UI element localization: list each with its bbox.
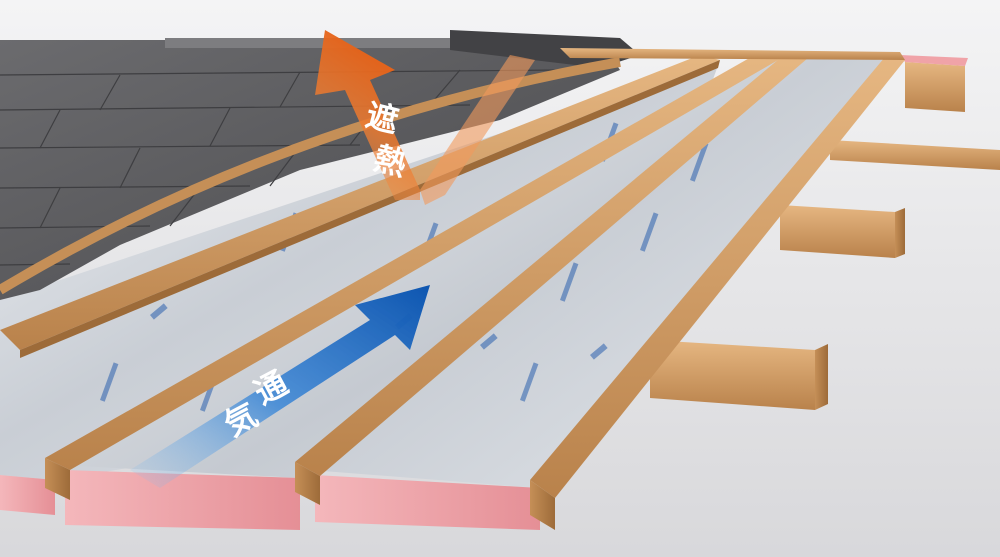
purlin-back-1 bbox=[900, 55, 968, 112]
heat-shield-arrow bbox=[315, 30, 535, 205]
purlin-mid bbox=[780, 205, 905, 258]
purlin-front bbox=[650, 340, 828, 410]
ridge-beam bbox=[560, 48, 905, 60]
batten-3 bbox=[295, 54, 808, 505]
insulation-panel-middle bbox=[60, 55, 790, 530]
purlin-back-2 bbox=[830, 140, 1000, 170]
ventilation-arrow bbox=[130, 285, 430, 488]
insulation-face-right bbox=[315, 475, 540, 530]
batten-2 bbox=[45, 52, 785, 500]
batten-1 bbox=[0, 55, 720, 358]
insulation-panel-right bbox=[310, 55, 885, 530]
insulation-face-left bbox=[0, 475, 55, 515]
insulation-face-middle bbox=[65, 470, 300, 530]
batten-4 bbox=[530, 57, 905, 530]
